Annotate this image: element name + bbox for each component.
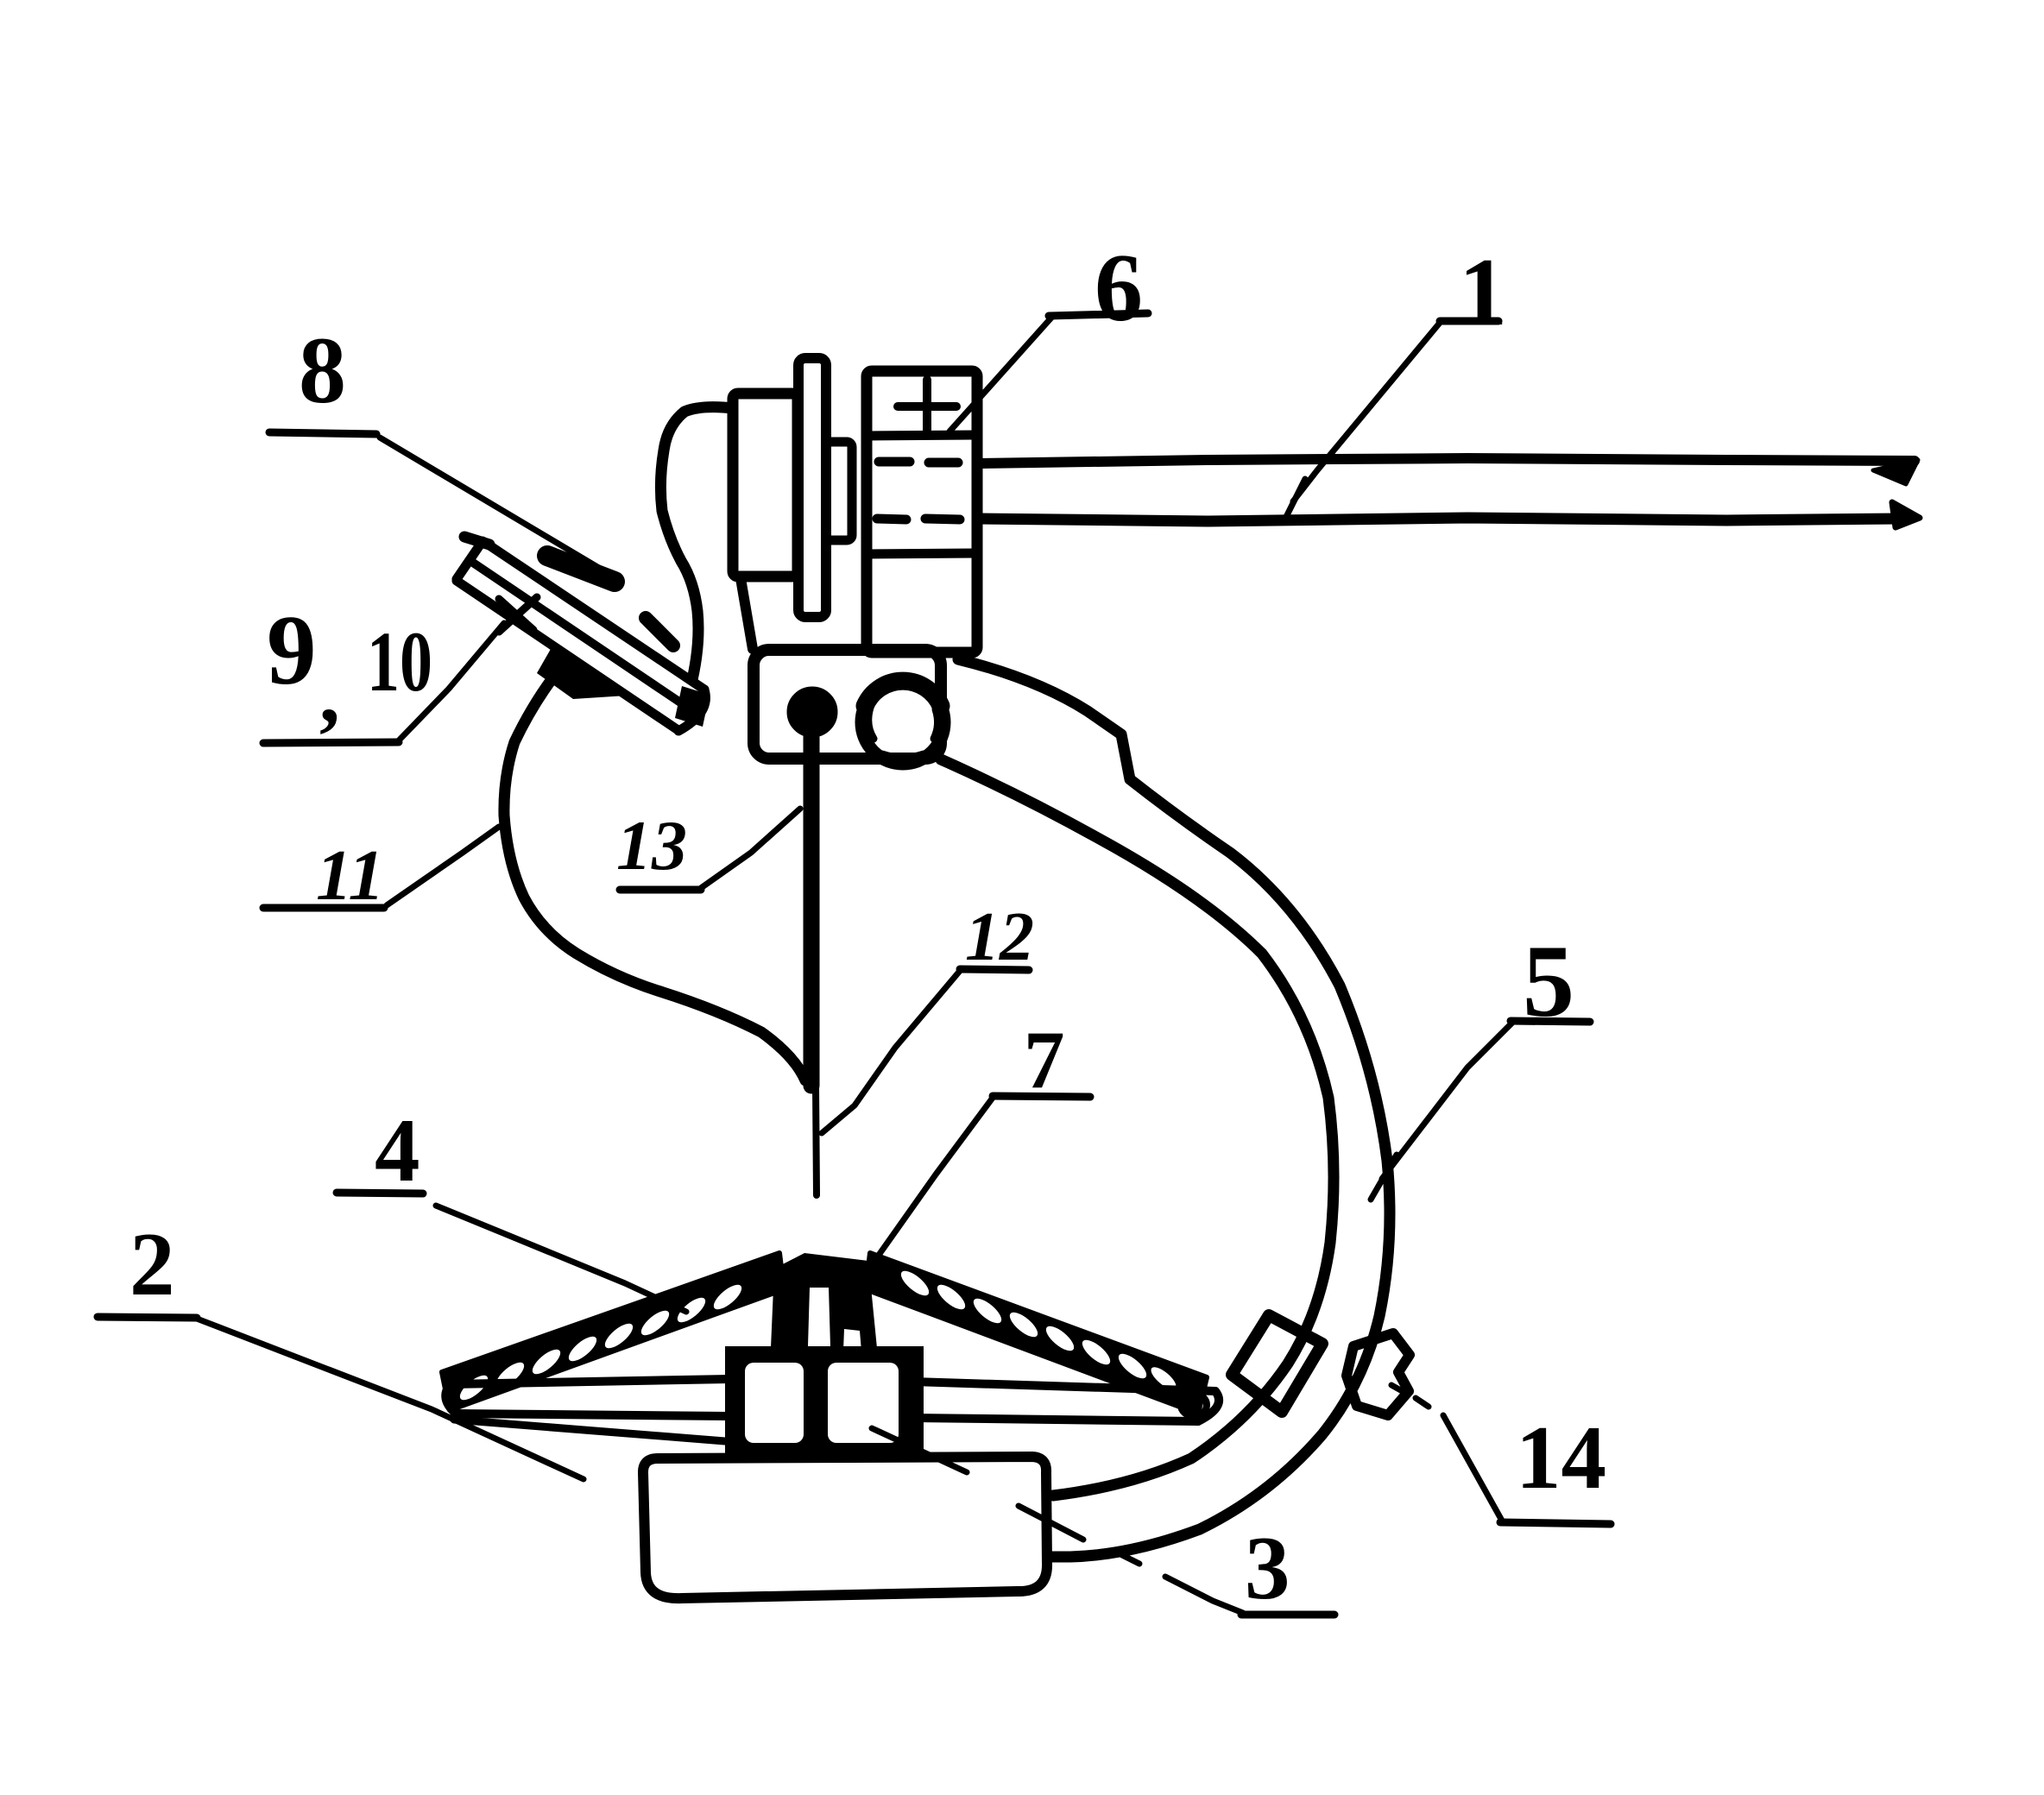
svg-text:5: 5 [1523, 923, 1574, 1038]
svg-text:10: 10 [367, 614, 432, 709]
svg-text:13: 13 [616, 806, 687, 885]
svg-text:9: 9 [267, 595, 317, 705]
svg-text:3: 3 [1245, 1517, 1290, 1618]
svg-text:14: 14 [1516, 1407, 1606, 1508]
svg-text:1: 1 [1459, 239, 1507, 346]
svg-text:,: , [319, 648, 340, 740]
svg-text:4: 4 [375, 1099, 420, 1200]
svg-text:12: 12 [965, 899, 1034, 975]
svg-text:11: 11 [316, 835, 384, 916]
svg-text:6: 6 [1095, 235, 1143, 342]
svg-text:2: 2 [129, 1213, 175, 1314]
svg-text:7: 7 [1024, 1014, 1065, 1105]
svg-text:8: 8 [299, 318, 346, 423]
